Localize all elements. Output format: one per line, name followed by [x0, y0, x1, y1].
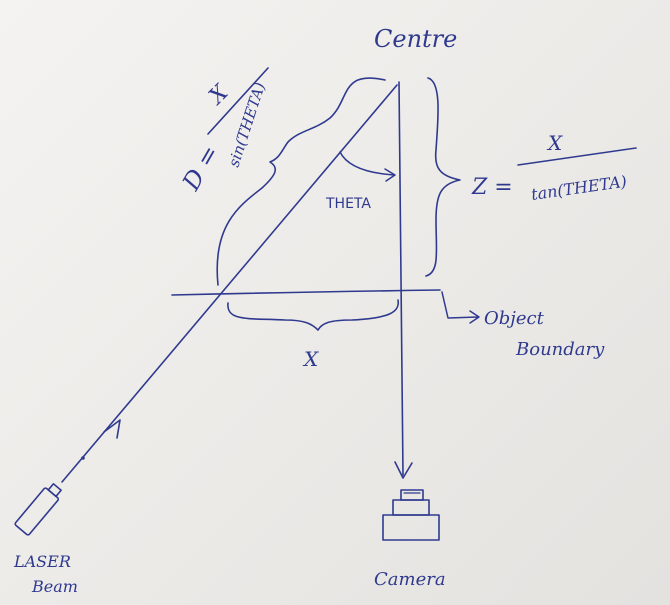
theta-arc-arrow [384, 168, 396, 182]
laser-beam-dot [81, 456, 85, 460]
camera-label: Camera [374, 569, 446, 590]
camera-axis-line [398, 81, 404, 476]
laser-emitter-icon [14, 483, 62, 536]
z-denominator-group: tan(THETA) [530, 172, 628, 204]
object-boundary-pointer [441, 291, 480, 324]
camera-icon [382, 489, 440, 541]
x-label: X [302, 347, 319, 371]
theta-arc [339, 151, 395, 176]
laser-label-1: LASER [13, 552, 71, 571]
d-numerator: X [203, 80, 234, 111]
x-brace [227, 299, 399, 331]
object-boundary-line [171, 289, 441, 296]
object-boundary-label-1: Object [484, 308, 545, 329]
d-denominator-group: sin(THETA) [225, 80, 269, 169]
z-lhs: Z = [471, 175, 513, 200]
d-denominator: sin(THETA) [225, 80, 269, 169]
object-boundary-label-2: Boundary [515, 339, 605, 360]
d-fraction-bar [207, 67, 269, 135]
d-lhs: D = [176, 140, 224, 196]
z-denominator: tan(THETA) [530, 172, 628, 204]
camera-arrow-head [394, 461, 413, 479]
centre-label: Centre [374, 25, 457, 53]
laser-direction-arrow [103, 419, 121, 439]
theta-label: THETA [325, 196, 371, 212]
hypotenuse-brace [216, 77, 386, 286]
z-numerator: X [546, 131, 563, 155]
d-numerator-group: X [203, 80, 234, 111]
z-brace [425, 77, 461, 277]
d-formula: D = [176, 140, 224, 196]
laser-label-2: Beam [31, 577, 78, 596]
z-fraction-bar [517, 147, 637, 166]
laser-beam-line [61, 84, 398, 483]
